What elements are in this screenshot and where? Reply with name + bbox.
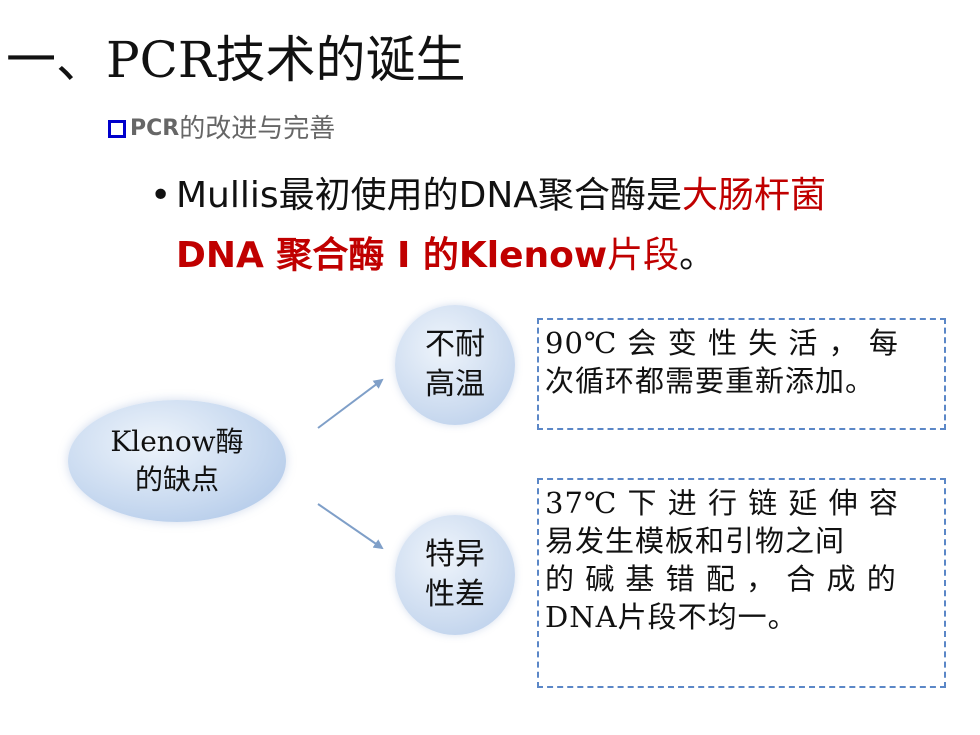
box1-temp: 90℃ (545, 326, 618, 360)
main-line-1: Klenow酶 (110, 425, 244, 458)
bullet-point: •Mullis最初使用的DNA聚合酶是大肠杆菌 DNA 聚合酶 I 的Kleno… (150, 166, 970, 286)
bullet-mullis: Mullis (176, 175, 279, 216)
box1-line-1: 90℃ 会 变 性 失 活 ， 每 (545, 324, 938, 362)
box2-text-1: 下 进 行 链 延 伸 容 (617, 486, 899, 520)
box2-text-4: 片段不均一。 (617, 600, 798, 634)
box2-line-3: 的 碱 基 错 配 ， 合 成 的 (545, 562, 897, 596)
bullet-line-1: •Mullis最初使用的DNA聚合酶是大肠杆菌 (150, 166, 970, 226)
bullet-text-b: 聚合酶是 (537, 175, 682, 216)
bullet-highlight-ecoli: 大肠杆菌 (681, 175, 826, 216)
node2-line-1: 特异 (425, 537, 485, 572)
node1-line-1: 不耐 (425, 327, 485, 362)
bullet-dot-icon: • (150, 175, 172, 216)
subtitle-prefix: PCR (130, 116, 180, 141)
bullet-period: 。 (679, 235, 716, 276)
bullet-line-2: DNA 聚合酶 I 的Klenow片段。 (150, 226, 970, 286)
arrow-to-node2 (317, 503, 384, 550)
slide-title: 一、PCR技术的诞生 (6, 31, 466, 89)
bullet-highlight-fragment: 片段 (607, 235, 680, 276)
box1-line-2: 次循环都需要重新添加。 (545, 364, 876, 398)
arrow-to-node1 (317, 378, 384, 429)
heat-explanation-box: 90℃ 会 变 性 失 活 ， 每 次循环都需要重新添加。 (537, 318, 946, 430)
bullet-highlight-polymerase: DNA 聚合酶 I 的Klenow (176, 235, 608, 276)
node1-line-2: 高温 (425, 367, 485, 402)
box2-dna: DNA (545, 600, 618, 634)
klenow-defects-oval: Klenow酶 的缺点 (68, 400, 286, 522)
node-poor-specificity: 特异 性差 (395, 515, 515, 635)
box1-text-1: 会 变 性 失 活 ， 每 (617, 326, 899, 360)
bullet-dna: DNA (458, 175, 538, 216)
specificity-explanation-box: 37℃ 下 进 行 链 延 伸 容 易发生模板和引物之间 的 碱 基 错 配 ，… (537, 478, 946, 688)
subtitle-text: 的改进与完善 (179, 114, 336, 144)
subtitle: PCR 的改进与完善 (108, 112, 335, 146)
box2-line-2: 易发生模板和引物之间 (545, 524, 846, 558)
main-line-2: 的缺点 (134, 463, 219, 496)
node-heat-intolerance: 不耐 高温 (395, 305, 515, 425)
node2-line-2: 性差 (425, 577, 485, 612)
bullet-text-a: 最初使用的 (278, 175, 459, 216)
box2-line-4: DNA片段不均一。 (545, 598, 938, 636)
box2-line-1: 37℃ 下 进 行 链 延 伸 容 (545, 484, 938, 522)
box2-temp: 37℃ (545, 486, 618, 520)
hollow-square-bullet-icon (108, 120, 126, 138)
